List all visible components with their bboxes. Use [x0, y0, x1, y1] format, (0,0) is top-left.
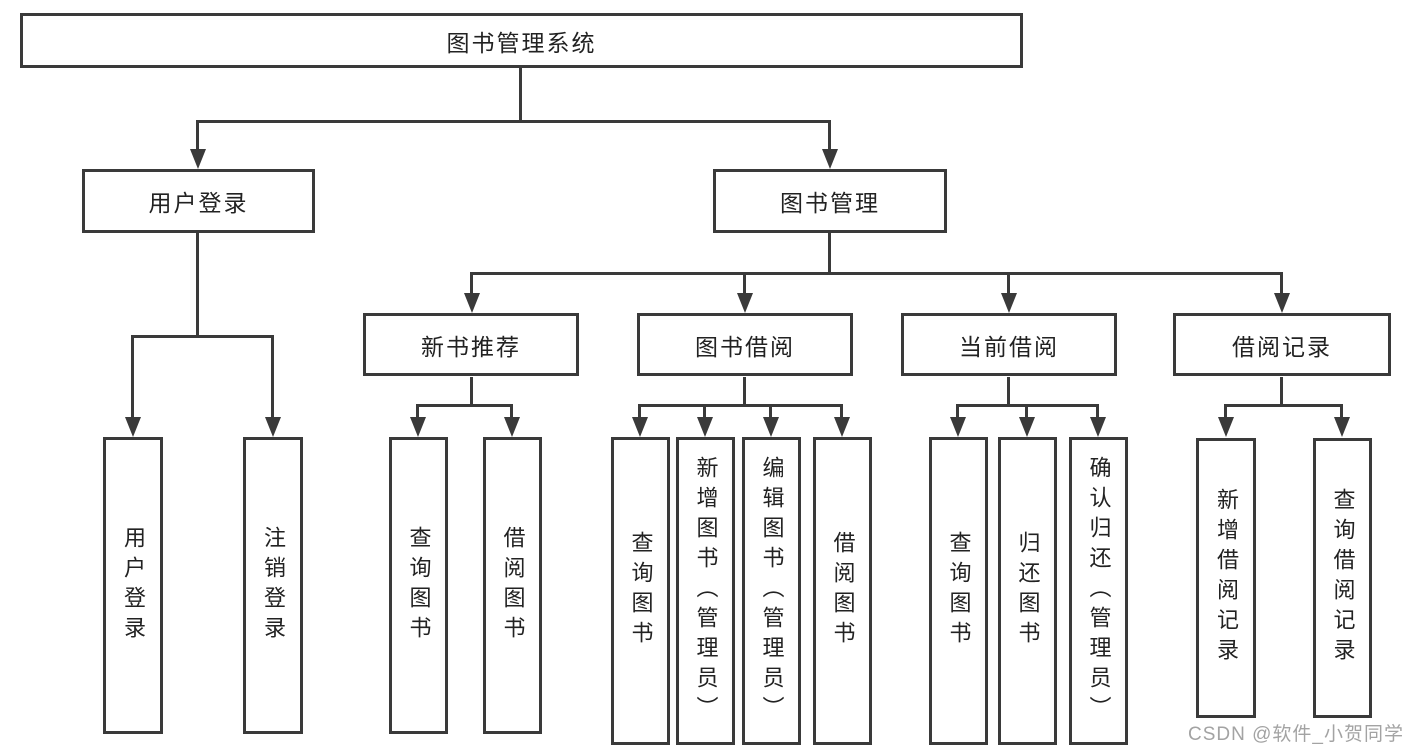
connector-vline: [1280, 377, 1283, 404]
connector-vline: [703, 404, 706, 419]
connector-vline: [1096, 404, 1099, 419]
node-query-borrow-record: 查询借阅记录: [1313, 438, 1372, 718]
connector-hline: [131, 335, 273, 338]
connector-arrowhead: [1334, 417, 1350, 437]
node-user-login: 用户登录: [82, 169, 315, 233]
node-borrow-books-recommend: 借阅图书: [483, 437, 542, 734]
connector-arrowhead: [822, 149, 838, 169]
connector-arrowhead: [265, 417, 281, 437]
connector-arrowhead: [737, 293, 753, 313]
connector-vline: [510, 404, 513, 419]
connector-hline: [416, 404, 512, 407]
connector-arrowhead: [410, 417, 426, 437]
connector-arrowhead: [125, 417, 141, 437]
connector-vline: [196, 120, 199, 150]
connector-arrowhead: [1001, 293, 1017, 313]
connector-vline: [470, 377, 473, 404]
connector-arrowhead: [763, 417, 779, 437]
connector-vline: [131, 335, 134, 417]
connector-vline: [1224, 404, 1227, 419]
connector-vline: [1007, 272, 1010, 295]
node-user-login-leaf: 用户登录: [103, 437, 163, 734]
connector-vline: [743, 272, 746, 295]
node-edit-book-admin: 编辑图书（管理员）: [742, 437, 801, 745]
connector-arrowhead: [697, 417, 713, 437]
connector-vline: [1025, 404, 1028, 419]
csdn-watermark: CSDN @软件_小贺同学: [1188, 724, 1404, 745]
node-query-books-recommend: 查询图书: [389, 437, 448, 734]
node-confirm-return-admin: 确认归还（管理员）: [1069, 437, 1128, 745]
connector-hline: [470, 272, 1282, 275]
connector-arrowhead: [504, 417, 520, 437]
connector-arrowhead: [632, 417, 648, 437]
connector-vline: [828, 233, 831, 272]
connector-arrowhead: [950, 417, 966, 437]
connector-vline: [638, 404, 641, 419]
node-root: 图书管理系统: [20, 13, 1023, 68]
connector-arrowhead: [190, 149, 206, 169]
node-add-borrow-record: 新增借阅记录: [1196, 438, 1256, 718]
connector-vline: [828, 120, 831, 150]
connector-arrowhead: [464, 293, 480, 313]
node-query-books-borrow: 查询图书: [611, 437, 670, 745]
connector-vline: [956, 404, 959, 419]
node-book-borrowing: 图书借阅: [637, 313, 853, 376]
connector-vline: [1007, 377, 1010, 404]
node-borrowing-records: 借阅记录: [1173, 313, 1391, 376]
node-add-book-admin: 新增图书（管理员）: [676, 437, 735, 745]
connector-vline: [416, 404, 419, 419]
connector-vline: [743, 377, 746, 404]
connector-vline: [196, 233, 199, 335]
connector-vline: [769, 404, 772, 419]
connector-hline: [1224, 404, 1342, 407]
connector-vline: [1280, 272, 1283, 295]
connector-arrowhead: [1019, 417, 1035, 437]
node-new-book-recommendation: 新书推荐: [363, 313, 579, 376]
node-borrow-books: 借阅图书: [813, 437, 872, 745]
connector-hline: [197, 120, 831, 123]
connector-arrowhead: [1218, 417, 1234, 437]
connector-vline: [840, 404, 843, 419]
connector-vline: [271, 335, 274, 417]
node-current-borrowing: 当前借阅: [901, 313, 1117, 376]
connector-vline: [1340, 404, 1343, 419]
connector-vline: [470, 272, 473, 295]
node-logout-login: 注销登录: [243, 437, 303, 734]
node-return-books: 归还图书: [998, 437, 1057, 745]
node-query-books-current: 查询图书: [929, 437, 988, 745]
connector-arrowhead: [1090, 417, 1106, 437]
connector-vline: [519, 68, 522, 120]
connector-hline: [638, 404, 842, 407]
connector-arrowhead: [1274, 293, 1290, 313]
connector-arrowhead: [834, 417, 850, 437]
node-book-management: 图书管理: [713, 169, 947, 233]
